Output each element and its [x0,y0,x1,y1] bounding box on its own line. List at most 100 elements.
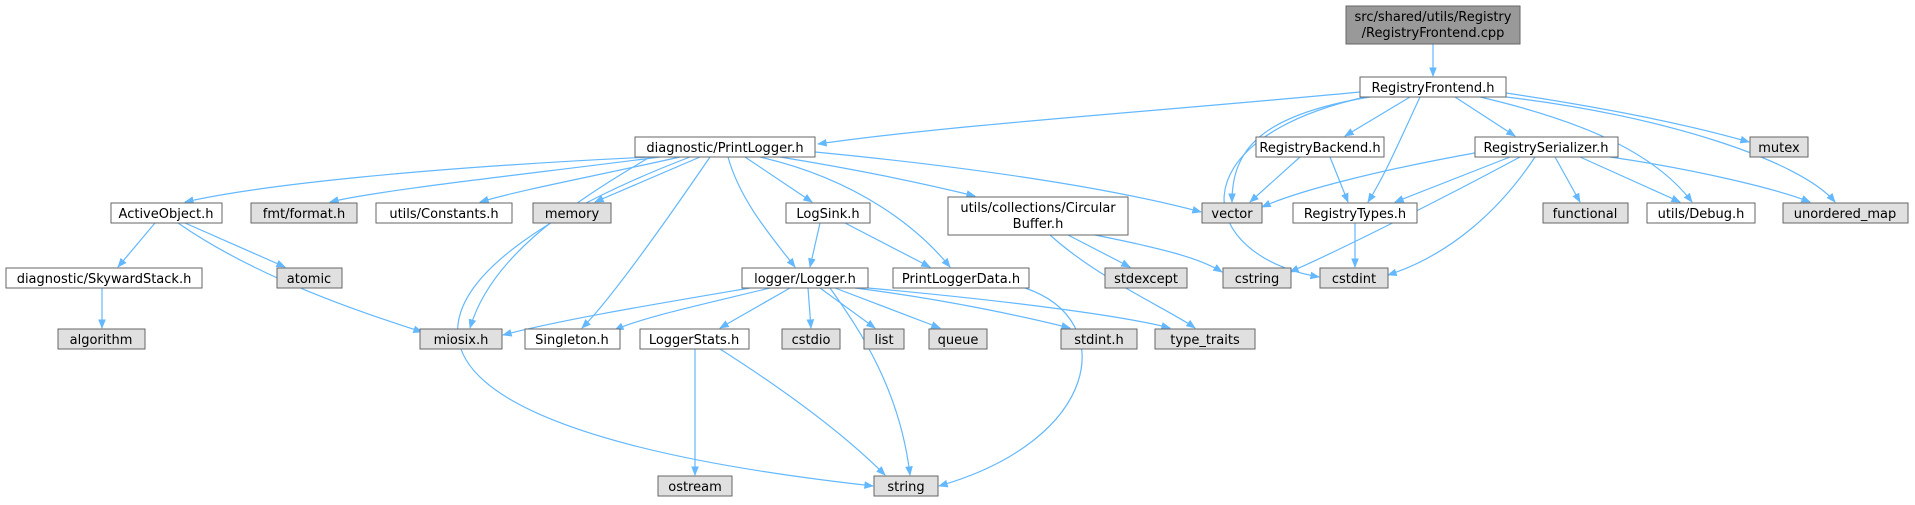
node-utils-constants-h-label: utils/Constants.h [389,207,498,222]
node-circular-buffer-h-line1: utils/collections/Circular [960,201,1116,216]
node-algorithm-label: algorithm [70,333,133,348]
edge-printlogger-to-vector [814,151,1202,214]
node-list-label: list [874,333,893,348]
node-print-logger-h[interactable]: diagnostic/PrintLogger.h [634,136,816,158]
edge-printlogger-to-circularbuffer [779,156,976,198]
node-type-traits-label: type_traits [1170,333,1240,348]
node-cstdint[interactable]: cstdint [1319,267,1389,289]
node-circular-buffer-h-line2: Buffer.h [1013,217,1064,232]
edge-logger-to-cstdio [806,287,815,329]
node-vector-label: vector [1211,207,1253,222]
node-stdexcept[interactable]: stdexcept [1104,267,1188,289]
edge-serializer-to-unorderedmap [1609,156,1811,203]
edge-printloggerdata-to-string [938,287,1083,488]
edge-frontend-to-registrytypes [1367,96,1421,203]
node-queue[interactable]: queue [928,328,988,350]
node-cstring[interactable]: cstring [1222,267,1292,289]
edge-frontend-to-backend [1344,96,1411,137]
edge-printlogger-to-logsink [744,156,813,203]
node-registry-types-h[interactable]: RegistryTypes.h [1292,202,1418,224]
node-atomic-label: atomic [287,272,331,287]
node-unordered-map-label: unordered_map [1794,207,1897,222]
node-utils-debug-h-label: utils/Debug.h [1658,207,1745,222]
node-logger-h-label: logger/Logger.h [754,272,856,287]
node-atomic[interactable]: atomic [276,267,343,289]
edge-backend-to-registrytypes [1329,156,1349,203]
node-mutex[interactable]: mutex [1749,136,1809,158]
node-list[interactable]: list [863,328,905,350]
node-root-file[interactable]: src/shared/utils/Registry /RegistryFront… [1345,5,1521,45]
node-stdint-h[interactable]: stdint.h [1060,328,1138,350]
node-active-object-h[interactable]: ActiveObject.h [110,202,223,224]
edge-logger-to-typetraits [867,287,1171,330]
node-mutex-label: mutex [1758,141,1800,156]
dependency-edges [98,44,1836,489]
node-miosix-h-label: miosix.h [434,333,489,348]
node-registry-frontend-h-label: RegistryFrontend.h [1372,81,1495,96]
edge-serializer-to-debug [1579,156,1681,203]
edge-frontend-to-serializer [1454,96,1516,137]
node-unordered-map[interactable]: unordered_map [1782,202,1909,224]
node-circular-buffer-h[interactable]: utils/collections/Circular Buffer.h [947,196,1129,236]
node-print-logger-data-h[interactable]: PrintLoggerData.h [892,267,1030,289]
node-functional[interactable]: functional [1542,202,1629,224]
node-registry-backend-h[interactable]: RegistryBackend.h [1255,136,1385,158]
node-algorithm[interactable]: algorithm [57,328,146,350]
node-miosix-h[interactable]: miosix.h [419,328,503,350]
node-registry-frontend-h[interactable]: RegistryFrontend.h [1359,76,1507,98]
node-registry-serializer-h[interactable]: RegistrySerializer.h [1474,136,1619,158]
node-logsink-h[interactable]: LogSink.h [785,202,871,224]
node-cstdio[interactable]: cstdio [781,328,841,350]
node-memory[interactable]: memory [532,202,612,224]
node-root-file-line2: /RegistryFrontend.cpp [1362,26,1505,41]
edge-logger-to-queue [834,287,941,329]
edge-logger-to-stdint [854,287,1071,330]
node-print-logger-h-label: diagnostic/PrintLogger.h [646,141,803,156]
node-stdint-h-label: stdint.h [1074,333,1123,348]
node-active-object-h-label: ActiveObject.h [119,207,214,222]
node-registry-backend-h-label: RegistryBackend.h [1259,141,1380,156]
edge-logger-to-loggerstats [719,287,791,329]
node-cstring-label: cstring [1235,272,1279,287]
edge-activeobject-to-skywardstack [117,222,156,268]
edge-frontend-to-mutex [1505,92,1750,144]
node-ostream-label: ostream [668,480,722,495]
edge-printlogger-to-miosix [468,156,651,329]
node-functional-label: functional [1553,207,1618,222]
edge-serializer-to-cstdint [1387,156,1536,276]
node-string[interactable]: string [873,475,939,497]
node-logger-h[interactable]: logger/Logger.h [741,267,869,289]
node-utils-debug-h[interactable]: utils/Debug.h [1646,202,1756,224]
node-print-logger-data-h-label: PrintLoggerData.h [902,272,1020,287]
node-utils-constants-h[interactable]: utils/Constants.h [375,202,513,224]
edge-frontend-to-cstdint [1223,96,1366,280]
node-stdexcept-label: stdexcept [1114,272,1178,287]
node-fmt-format-h[interactable]: fmt/format.h [250,202,358,224]
edge-printlogger-to-memory [594,156,701,203]
node-cstdint-label: cstdint [1332,272,1376,287]
edge-printlogger-to-logger [727,156,796,268]
node-queue-label: queue [938,333,979,348]
node-logger-stats-h-label: LoggerStats.h [649,333,739,348]
node-skyward-stack-h[interactable]: diagnostic/SkywardStack.h [5,267,203,289]
edge-logger-to-singleton [614,287,771,331]
edge-logsink-to-printloggerdata [844,222,931,268]
edge-printlogger-to-printloggerdata [759,156,951,268]
edge-frontend-to-unorderedmap [1505,96,1836,203]
node-singleton-h-label: Singleton.h [535,333,609,348]
node-logger-stats-h[interactable]: LoggerStats.h [639,328,750,350]
node-skyward-stack-h-label: diagnostic/SkywardStack.h [17,272,192,287]
edge-printlogger-to-constants [479,156,681,204]
edge-printlogger-to-fmt [329,156,661,204]
node-logsink-h-label: LogSink.h [796,207,859,222]
node-vector[interactable]: vector [1201,202,1263,224]
edge-activeobject-to-atomic [184,222,286,268]
edge-logger-to-miosix [502,287,751,337]
edge-frontend-to-printlogger [817,91,1361,147]
node-type-traits[interactable]: type_traits [1154,328,1256,350]
edge-activeobject-to-miosix [177,222,423,333]
node-ostream[interactable]: ostream [657,475,733,497]
node-singleton-h[interactable]: Singleton.h [524,328,621,350]
edge-logger-to-string [829,287,913,476]
